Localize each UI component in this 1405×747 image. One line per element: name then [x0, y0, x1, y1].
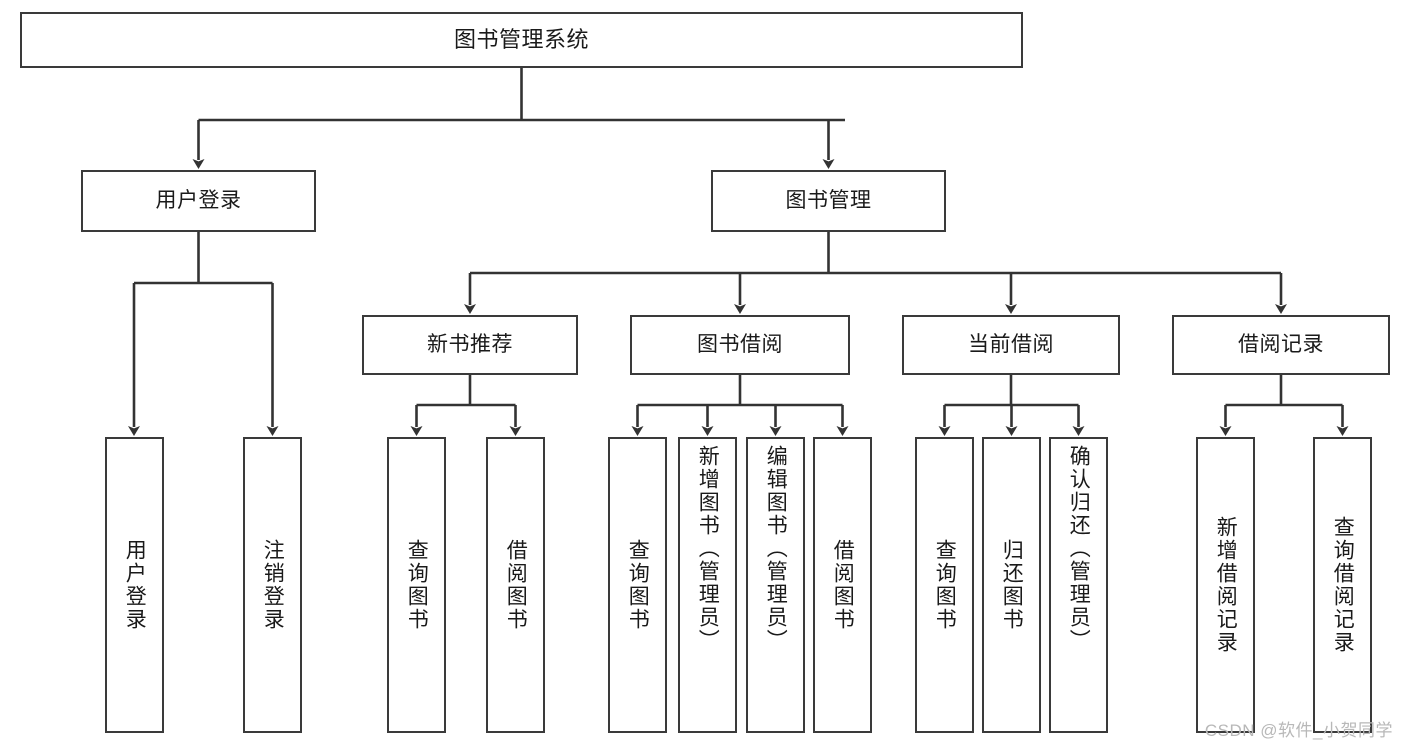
node-user-login[interactable]: 用户登录: [81, 170, 316, 232]
node-leaf-query-book-1-label: 查询图书: [405, 539, 429, 631]
node-leaf-user-logout-label: 注销登录: [261, 539, 285, 631]
node-root-label: 图书管理系统: [453, 26, 589, 52]
watermark-text: CSDN @软件_小贺同学: [1204, 721, 1393, 740]
node-current-borrow-label: 当前借阅: [968, 333, 1054, 357]
node-root[interactable]: 图书管理系统: [20, 12, 1023, 68]
node-leaf-edit-book[interactable]: 编辑图书（管理员）: [746, 437, 805, 733]
node-leaf-user-login[interactable]: 用户登录: [105, 437, 164, 733]
node-leaf-borrow-book-1[interactable]: 借阅图书: [486, 437, 545, 733]
node-leaf-borrow-book-2[interactable]: 借阅图书: [813, 437, 872, 733]
node-leaf-confirm-return[interactable]: 确认归还（管理员）: [1049, 437, 1108, 733]
node-leaf-borrow-book-2-label: 借阅图书: [831, 539, 855, 631]
node-leaf-add-book-label: 新增图书（管理员）: [696, 445, 720, 652]
node-borrow-record-label: 借阅记录: [1238, 333, 1324, 357]
node-leaf-return-book[interactable]: 归还图书: [982, 437, 1041, 733]
node-leaf-edit-book-label: 编辑图书（管理员）: [764, 445, 788, 652]
node-leaf-query-record[interactable]: 查询借阅记录: [1313, 437, 1372, 733]
node-leaf-query-book-3-label: 查询图书: [933, 539, 957, 631]
node-current-borrow[interactable]: 当前借阅: [902, 315, 1120, 375]
node-borrow-record[interactable]: 借阅记录: [1172, 315, 1390, 375]
node-leaf-user-logout[interactable]: 注销登录: [243, 437, 302, 733]
node-leaf-confirm-return-label: 确认归还（管理员）: [1067, 445, 1091, 652]
node-book-borrow[interactable]: 图书借阅: [630, 315, 850, 375]
node-leaf-borrow-book-1-label: 借阅图书: [504, 539, 528, 631]
node-leaf-return-book-label: 归还图书: [1000, 539, 1024, 631]
node-new-book-recommend[interactable]: 新书推荐: [362, 315, 578, 375]
node-book-borrow-label: 图书借阅: [697, 333, 783, 357]
node-leaf-user-login-label: 用户登录: [123, 539, 147, 631]
node-new-book-recommend-label: 新书推荐: [427, 333, 513, 357]
node-leaf-add-record-label: 新增借阅记录: [1214, 516, 1238, 654]
node-leaf-query-book-2[interactable]: 查询图书: [608, 437, 667, 733]
node-leaf-add-record[interactable]: 新增借阅记录: [1196, 437, 1255, 733]
node-book-manage-label: 图书管理: [785, 189, 872, 213]
node-leaf-query-book-3[interactable]: 查询图书: [915, 437, 974, 733]
node-leaf-add-book[interactable]: 新增图书（管理员）: [678, 437, 737, 733]
node-user-login-label: 用户登录: [155, 189, 242, 213]
node-leaf-query-record-label: 查询借阅记录: [1331, 516, 1355, 654]
node-book-manage[interactable]: 图书管理: [711, 170, 946, 232]
node-leaf-query-book-1[interactable]: 查询图书: [387, 437, 446, 733]
node-leaf-query-book-2-label: 查询图书: [626, 539, 650, 631]
